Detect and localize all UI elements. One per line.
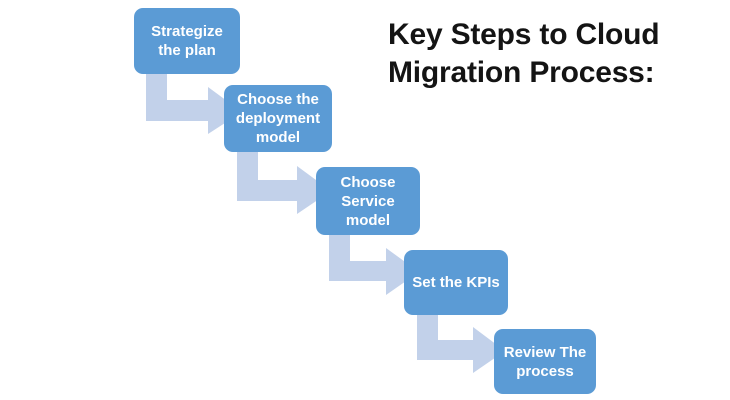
step-box-review-the-process[interactable]: Review The process [494,329,596,394]
step-box-5-line-1: Review The [503,343,587,361]
title-line-2: Migration Process: [388,56,655,89]
step-box-choose-service-model[interactable]: Choose Service model [316,167,420,235]
step-box-1-line-1: Strategize [151,23,223,40]
step-box-2-line-1: Choose the [237,91,319,108]
step-box-set-the-kpis[interactable]: Set the KPIs [404,250,508,315]
title-line-1: Key Steps to Cloud [388,18,660,51]
step-box-3-line-1: Choose [340,173,396,191]
connector-arrow-step4-to-step5 [417,313,505,373]
step-box-choose-the-deployment-model[interactable]: Choose the deployment model [224,85,332,152]
step-box-3-line-2: Service [341,192,395,210]
step-box-2-line-2: deployment [235,110,321,127]
step-box-2-line-3: model [255,129,301,146]
page-title: Key Steps to Cloud Migration Process: [388,16,688,92]
step-box-5-text: Review The process [504,343,587,381]
connector-arrow-step3-to-step4 [329,233,419,295]
step-box-strategize-the-plan[interactable]: Strategize the plan [134,8,240,74]
connector-arrow-step2-to-step3 [237,150,331,214]
step-box-3-text: Choose Service model [340,173,395,230]
connector-arrow-step1-to-step2 [146,72,242,134]
step-box-4-text: Set the KPIs [412,273,500,292]
step-box-4-line-1: Set the KPIs [412,274,500,291]
step-box-5-line-2: process [516,362,574,380]
step-box-1-text: Strategize the plan [151,22,223,60]
step-box-3-line-3: model [345,211,391,229]
step-box-2-text: Choose the deployment model [236,90,320,147]
step-box-1-line-2: the plan [158,42,216,59]
